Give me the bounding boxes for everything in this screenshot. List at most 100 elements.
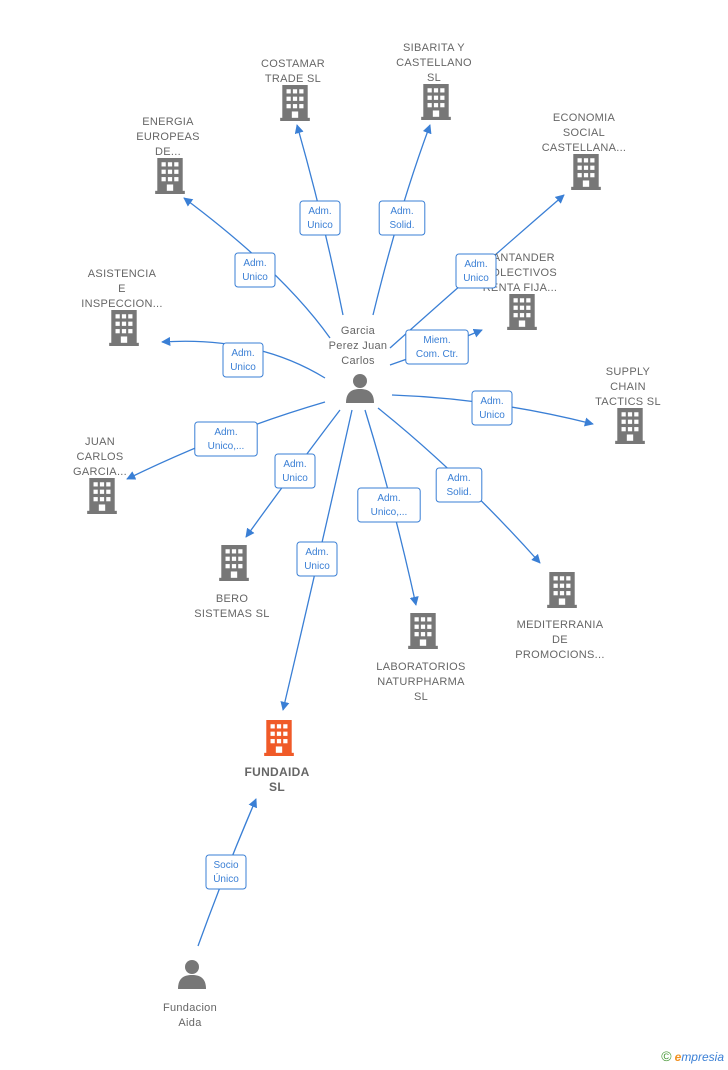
node-santander-label: SANTANDER bbox=[485, 252, 555, 264]
node-juan-label: JUAN bbox=[85, 436, 115, 448]
node-laboratorios[interactable]: LABORATORIOS NATURPHARMA SL bbox=[376, 613, 465, 703]
e-bero-label-box bbox=[274, 453, 316, 489]
e-economia-label-line: Unico bbox=[463, 273, 489, 284]
e-fundaida-label-line: Unico bbox=[304, 561, 330, 572]
node-sibarita-label: CASTELLANO bbox=[396, 57, 472, 69]
node-asistencia-label: INSPECCION... bbox=[81, 298, 163, 310]
building-icon bbox=[408, 613, 438, 649]
node-economia-label: ECONOMIA bbox=[553, 112, 616, 124]
node-fundacion-label: Fundacion bbox=[163, 1002, 217, 1014]
node-laboratorios-label: NATURPHARMA bbox=[377, 676, 465, 688]
e-santander-label-line: Miem. bbox=[423, 335, 450, 346]
e-laboratorios-label-box bbox=[357, 487, 421, 523]
node-garcia-label: Perez Juan bbox=[329, 340, 388, 352]
node-mediterrania[interactable]: MEDITERRANIADEPROMOCIONS... bbox=[515, 572, 604, 661]
e-juan-label-box bbox=[194, 421, 258, 457]
e-fundaida-label[interactable]: Adm. Unico bbox=[296, 541, 338, 577]
brand-name: mpresia bbox=[681, 1050, 724, 1064]
node-costamar-label: TRADE SL bbox=[265, 73, 321, 85]
empresia-brand[interactable]: ©empresia bbox=[661, 1048, 724, 1064]
highlighted-building-icon bbox=[264, 720, 294, 756]
e-santander-label[interactable]: Miem.Com. Ctr. bbox=[405, 329, 469, 365]
node-supply-label: CHAIN bbox=[610, 381, 646, 393]
e-asistencia-label-line: Adm. bbox=[231, 348, 254, 359]
building-icon bbox=[571, 154, 601, 190]
e-fundaida-label-box bbox=[296, 541, 338, 577]
e-energia-label-line: Unico bbox=[242, 272, 268, 283]
node-garcia-label: Garcia bbox=[341, 325, 376, 337]
node-supply-label: SUPPLY bbox=[606, 366, 651, 378]
e-costamar-label-line: Adm. bbox=[308, 206, 331, 217]
node-asistencia-label: E bbox=[118, 283, 126, 295]
node-economia-label: CASTELLANA... bbox=[542, 142, 627, 154]
node-sibarita-label: SL bbox=[427, 72, 441, 84]
e-bero-label[interactable]: Adm.Unico bbox=[274, 453, 316, 489]
e-juan-label-line: Unico,... bbox=[208, 441, 245, 452]
e-fundacion-label-line: Único bbox=[213, 872, 239, 885]
node-asistencia-label: ASISTENCIA bbox=[88, 268, 157, 280]
node-laboratorios-label: LABORATORIOS bbox=[376, 661, 465, 673]
e-asistencia-label-box bbox=[222, 342, 264, 378]
e-sibarita-label-box bbox=[378, 200, 426, 236]
node-laboratorios-label: SL bbox=[414, 691, 428, 703]
e-juan-label[interactable]: Adm. Unico,... bbox=[194, 421, 258, 457]
e-supply-label-line: Adm. bbox=[480, 396, 503, 407]
node-energia-label: ENERGIA bbox=[142, 116, 194, 128]
node-bero[interactable]: BERO SISTEMAS SL bbox=[194, 545, 269, 620]
node-santander-label: RENTA FIJA... bbox=[483, 282, 558, 294]
building-icon bbox=[547, 572, 577, 608]
e-laboratorios-label[interactable]: Adm. Unico,... bbox=[357, 487, 421, 523]
e-economia-label-line: Adm. bbox=[464, 259, 487, 270]
building-icon bbox=[507, 294, 537, 330]
e-sibarita-label[interactable]: Adm.Solid. bbox=[378, 200, 426, 236]
node-asistencia[interactable]: ASISTENCIA E INSPECCION... bbox=[81, 268, 163, 346]
building-icon bbox=[87, 478, 117, 514]
node-bero-label: BERO bbox=[216, 593, 249, 605]
building-icon bbox=[421, 84, 451, 120]
e-energia-label-box bbox=[234, 252, 276, 288]
edge-labels-layer: Adm.UnicoAdm.Solid.Adm.UnicoAdm.UnicoMie… bbox=[194, 200, 513, 890]
node-bero-label: SISTEMAS SL bbox=[194, 608, 269, 620]
e-fundaida-label-line: Adm. bbox=[305, 547, 328, 558]
e-mediterrania-label[interactable]: Adm.Solid. bbox=[435, 467, 483, 503]
person-icon bbox=[346, 374, 374, 403]
node-mediterrania-label: MEDITERRANIA bbox=[517, 619, 604, 631]
node-supply-label: TACTICS SL bbox=[595, 396, 661, 408]
node-juan-label: CARLOS bbox=[76, 451, 123, 463]
node-juan[interactable]: JUANCARLOSGARCIA... bbox=[73, 436, 127, 514]
node-energia[interactable]: ENERGIAEUROPEASDE... bbox=[136, 116, 200, 194]
e-laboratorios-label-line: Adm. bbox=[377, 493, 400, 504]
building-icon bbox=[155, 158, 185, 194]
e-juan-label-line: Adm. bbox=[214, 427, 237, 438]
e-mediterrania-label-box bbox=[435, 467, 483, 503]
person-icon bbox=[178, 960, 206, 989]
building-icon bbox=[280, 85, 310, 121]
e-costamar-label[interactable]: Adm. Unico bbox=[299, 200, 341, 236]
e-costamar-label-line: Unico bbox=[307, 220, 333, 231]
e-economia-label[interactable]: Adm. Unico bbox=[455, 253, 497, 289]
e-supply-label[interactable]: Adm.Unico bbox=[471, 390, 513, 426]
node-economia[interactable]: ECONOMIASOCIALCASTELLANA... bbox=[542, 112, 627, 190]
e-laboratorios-label-line: Unico,... bbox=[371, 507, 408, 518]
brand-initial: e bbox=[674, 1050, 682, 1064]
e-asistencia-label[interactable]: Adm.Unico bbox=[222, 342, 264, 378]
e-sibarita-label-line: Adm. bbox=[390, 206, 413, 217]
e-energia-label[interactable]: Adm.Unico bbox=[234, 252, 276, 288]
e-mediterrania-label-line: Adm. bbox=[447, 473, 470, 484]
e-bero-label-line: Adm. bbox=[283, 459, 306, 470]
e-fundacion-label-box bbox=[205, 854, 247, 890]
e-santander-label-box bbox=[405, 329, 469, 365]
e-fundacion-label-line: Socio bbox=[213, 860, 238, 871]
copyright-icon: © bbox=[661, 1048, 672, 1064]
node-fundacion-label: Aida bbox=[178, 1017, 202, 1029]
node-supply[interactable]: SUPPLY CHAIN TACTICS SL bbox=[595, 366, 661, 444]
